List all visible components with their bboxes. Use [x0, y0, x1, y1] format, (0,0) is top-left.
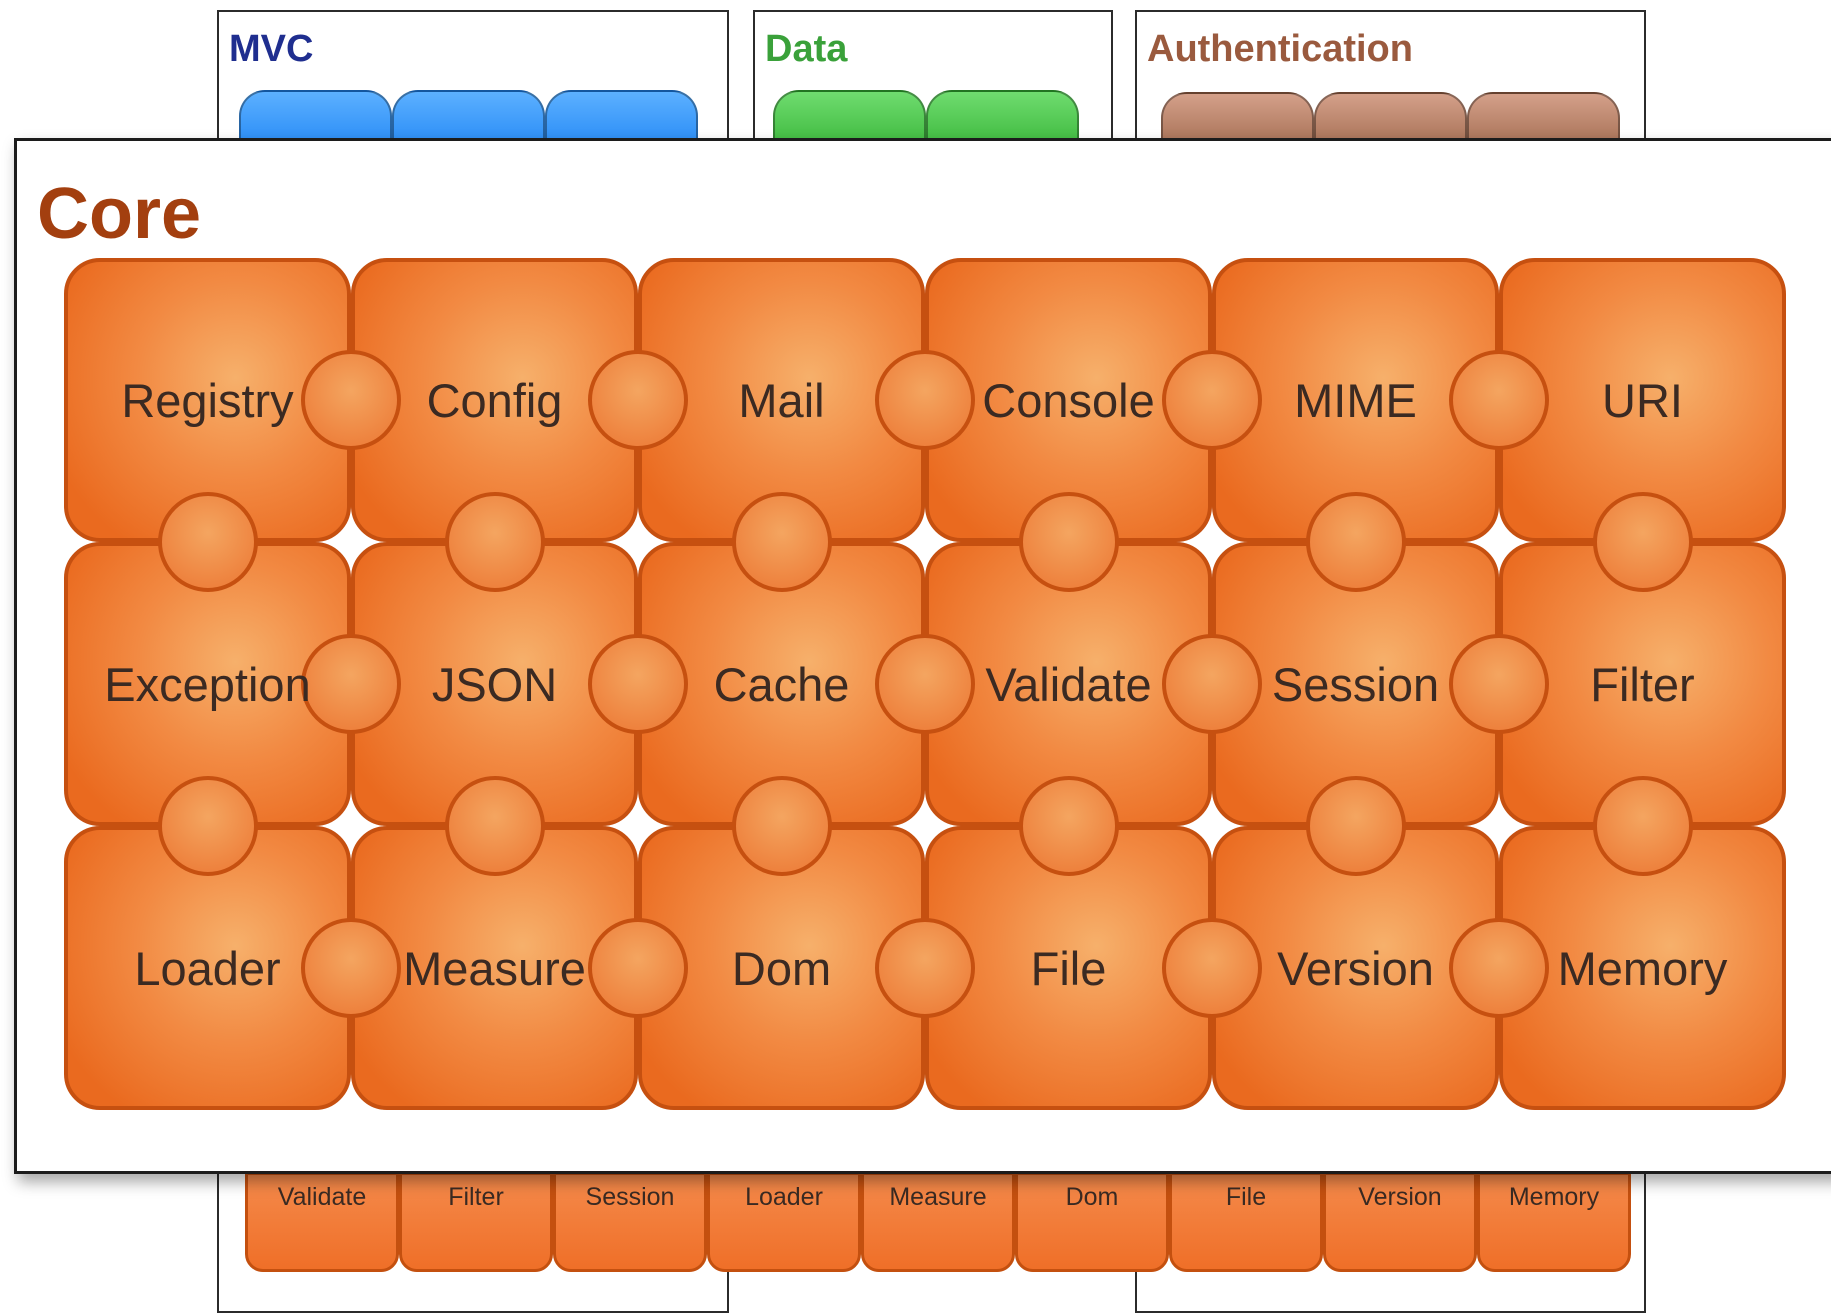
background-core-piece-label: File [1225, 1183, 1267, 1211]
core-component-label: Mail [738, 373, 825, 427]
core-component-label: Measure [403, 941, 586, 995]
core-panel: Core Registry Config Mail Console MIME URI Exc… [14, 138, 1831, 1174]
puzzle-connector-knob [301, 350, 401, 450]
puzzle-connector-knob [588, 350, 688, 450]
core-component-label: File [1030, 941, 1107, 995]
background-core-piece: Dom [1015, 1172, 1169, 1272]
puzzle-connector-knob [731, 492, 832, 592]
core-component-label: Memory [1557, 941, 1728, 995]
puzzle-connector-knob [301, 918, 401, 1018]
background-core-piece: Filter [399, 1172, 553, 1272]
background-core-piece-label: Filter [448, 1183, 504, 1211]
puzzle-connector-knob [1018, 492, 1119, 592]
background-core-piece-label: Measure [889, 1183, 987, 1211]
core-component-label: Session [1271, 657, 1440, 711]
puzzle-connector-knob [588, 918, 688, 1018]
puzzle-connector-knob [1162, 918, 1262, 1018]
data-panel: Data [753, 10, 1113, 160]
puzzle-connector-knob [1305, 776, 1406, 876]
puzzle-connector-knob [1162, 634, 1262, 734]
puzzle-connector-knob [875, 634, 975, 734]
puzzle-connector-knob [444, 776, 545, 876]
puzzle-connector-knob [1592, 776, 1693, 876]
core-component-label: Loader [134, 941, 281, 995]
puzzle-connector-knob [157, 776, 258, 876]
core-component-label: Exception [104, 657, 311, 711]
background-core-strip: Validate Filter Session Loader Measure Dom Fil… [245, 1172, 1631, 1272]
core-component-label: URI [1602, 373, 1683, 427]
puzzle-connector-knob [1162, 350, 1262, 450]
core-component-label: MIME [1294, 373, 1417, 427]
background-core-piece: Version [1323, 1172, 1477, 1272]
puzzle-connector-knob [588, 634, 688, 734]
core-component-label: Validate [985, 657, 1152, 711]
core-component-label: Filter [1590, 657, 1695, 711]
background-core-piece: Validate [245, 1172, 399, 1272]
puzzle-connector-knob [875, 350, 975, 450]
background-core-piece-label: Validate [277, 1183, 367, 1211]
background-core-piece: Measure [861, 1172, 1015, 1272]
mvc-panel-title: MVC [229, 28, 314, 70]
core-component-label: Config [426, 373, 563, 427]
background-core-piece-label: Session [585, 1183, 675, 1211]
background-core-piece-label: Loader [745, 1183, 823, 1211]
core-component-label: JSON [431, 657, 558, 711]
puzzle-connector-knob [444, 492, 545, 592]
background-core-piece: File [1169, 1172, 1323, 1272]
puzzle-connector-knob [301, 634, 401, 734]
puzzle-connector-knob [1018, 776, 1119, 876]
core-component-label: Console [982, 373, 1155, 427]
core-panel-title: Core [37, 174, 202, 254]
core-component-label: Dom [731, 941, 832, 995]
background-core-piece-label: Memory [1508, 1183, 1600, 1211]
background-core-piece: Memory [1477, 1172, 1631, 1272]
core-component-label: Cache [713, 657, 850, 711]
core-component-label: Registry [121, 373, 294, 427]
authentication-panel-title: Authentication [1147, 28, 1413, 70]
puzzle-connector-knob [1592, 492, 1693, 592]
puzzle-connector-knob [1449, 350, 1549, 450]
background-core-piece: Session [553, 1172, 707, 1272]
puzzle-connector-knob [875, 918, 975, 1018]
background-core-piece-label: Dom [1065, 1183, 1119, 1211]
puzzle-connector-knob [1305, 492, 1406, 592]
background-core-piece: Loader [707, 1172, 861, 1272]
background-core-piece-label: Version [1358, 1183, 1442, 1211]
puzzle-connector-knob [1449, 918, 1549, 1018]
core-component-label: Version [1277, 941, 1434, 995]
puzzle-connector-knob [1449, 634, 1549, 734]
puzzle-connector-knob [157, 492, 258, 592]
data-panel-title: Data [765, 28, 848, 70]
puzzle-connector-knob [731, 776, 832, 876]
